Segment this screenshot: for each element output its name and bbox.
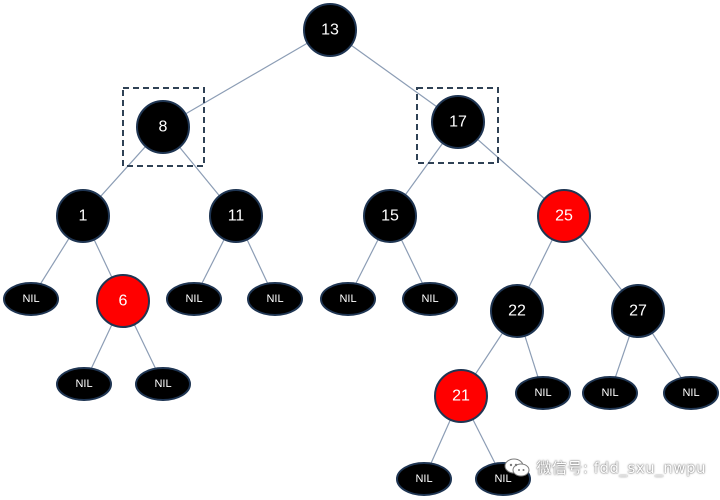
nil-leaf: NIL [402,282,458,316]
svg-text:17: 17 [449,114,467,131]
svg-text:NIL: NIL [415,473,432,485]
node-13: 13 [303,3,357,57]
svg-text:21: 21 [452,388,470,405]
node-6: 6 [96,274,150,328]
value-nodes: 13 8 17 1 11 15 25 6 [56,3,665,423]
node-15: 15 [363,189,417,243]
node-21: 21 [434,369,488,423]
nil-leaf: NIL [663,376,719,410]
svg-text:NIL: NIL [601,387,618,399]
node-27: 27 [611,284,665,338]
svg-text:22: 22 [508,303,526,320]
svg-text:NIL: NIL [494,473,511,485]
watermark: 微信号: fdd_sxu_nwpu [504,457,706,478]
node-11: 11 [209,189,263,243]
svg-text:15: 15 [381,208,399,225]
highlight-box-17 [416,87,499,164]
nil-leaf: NIL [135,367,191,401]
svg-text:NIL: NIL [682,387,699,399]
nil-leaf: NIL [166,282,222,316]
node-8: 8 [136,100,190,154]
svg-text:11: 11 [228,208,245,225]
svg-text:NIL: NIL [534,387,551,399]
svg-text:8: 8 [159,119,168,136]
watermark-text: 微信号: fdd_sxu_nwpu [536,459,706,477]
node-22: 22 [490,284,544,338]
nil-leaf: NIL [515,376,571,410]
nil-leaf: NIL [320,282,376,316]
nil-leaf: NIL [396,462,452,496]
wechat-icon [504,458,530,478]
node-25: 25 [537,189,591,243]
highlight-box-8 [122,87,205,167]
nil-leaf: NIL [247,282,303,316]
svg-text:NIL: NIL [154,378,171,390]
node-17: 17 [431,95,485,149]
svg-text:27: 27 [629,303,647,320]
node-1: 1 [56,189,110,243]
nil-leaf: NIL [3,282,59,316]
svg-text:NIL: NIL [266,293,283,305]
edge-13-8 [162,29,331,128]
svg-text:NIL: NIL [421,293,438,305]
svg-text:25: 25 [555,208,573,225]
svg-text:6: 6 [119,293,128,310]
svg-text:NIL: NIL [22,293,39,305]
svg-text:NIL: NIL [339,293,356,305]
svg-text:1: 1 [79,208,88,225]
nil-leaf: NIL [582,376,638,410]
svg-text:NIL: NIL [185,293,202,305]
tree-edges [30,29,692,480]
nil-leaf: NIL [56,367,112,401]
svg-text:NIL: NIL [75,378,92,390]
svg-text:13: 13 [321,22,339,39]
